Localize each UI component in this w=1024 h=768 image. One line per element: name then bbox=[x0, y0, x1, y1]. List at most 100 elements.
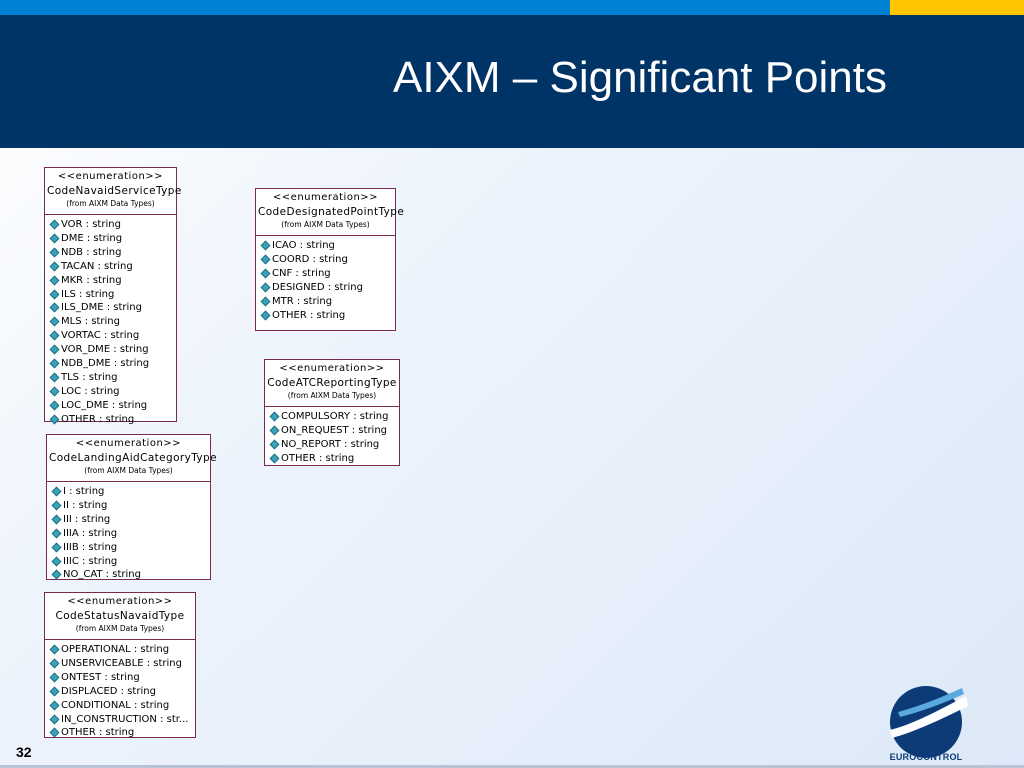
enum-literal-label: COORD : string bbox=[272, 253, 348, 265]
enum-literal-label: ON_REQUEST : string bbox=[281, 424, 388, 436]
attribute-icon bbox=[49, 386, 60, 397]
enum-literal-list: OPERATIONAL : string UNSERVICEABLE : str… bbox=[45, 640, 195, 742]
stereotype-label: <<enumeration>> bbox=[272, 192, 379, 203]
enum-literal-label: OTHER : string bbox=[61, 413, 135, 425]
attribute-icon bbox=[51, 542, 62, 553]
enum-literal: ILS_DME : string bbox=[49, 301, 176, 315]
enum-literal-label: NO_CAT : string bbox=[63, 569, 141, 581]
slide-title: AIXM – Significant Points bbox=[392, 53, 887, 102]
attribute-icon bbox=[51, 569, 62, 580]
attribute-icon bbox=[49, 672, 60, 683]
enum-literal: TLS : string bbox=[49, 371, 176, 385]
attribute-icon bbox=[49, 261, 60, 272]
enum-literal: OTHER : string bbox=[269, 452, 399, 466]
enum-literal: COMPULSORY : string bbox=[269, 410, 399, 424]
eurocontrol-logo-text: EUROCONTROL bbox=[889, 752, 963, 762]
attribute-icon bbox=[269, 425, 280, 436]
eurocontrol-logo-icon bbox=[890, 686, 968, 758]
enum-literal-label: ILS : string bbox=[61, 288, 115, 300]
enum-literal: ONTEST : string bbox=[49, 671, 195, 685]
enum-literal-list: I : string II : string III : string IIIA… bbox=[47, 482, 210, 584]
enum-box-header: <<enumeration>> CodeLandingAidCategoryTy… bbox=[47, 435, 217, 482]
class-name: CodeNavaidServiceType bbox=[47, 185, 182, 197]
enum-literal-label: III : string bbox=[63, 513, 111, 525]
attribute-icon bbox=[51, 500, 62, 511]
enum-literal: NO_CAT : string bbox=[51, 568, 210, 582]
page-number: 32 bbox=[16, 744, 32, 760]
enum-literal: LOC : string bbox=[49, 385, 176, 399]
enum-literal: NO_REPORT : string bbox=[269, 438, 399, 452]
stereotype-label: <<enumeration>> bbox=[67, 596, 173, 607]
enum-literal: ICAO : string bbox=[260, 239, 395, 253]
enum-literal-label: CNF : string bbox=[272, 267, 331, 279]
enum-literal: ON_REQUEST : string bbox=[269, 424, 399, 438]
enum-literal-label: II : string bbox=[63, 499, 108, 511]
enum-literal-label: DME : string bbox=[61, 232, 123, 244]
enum-literal-label: IIIC : string bbox=[63, 555, 118, 567]
attribute-icon bbox=[269, 439, 280, 450]
enum-literal-label: OTHER : string bbox=[281, 452, 355, 464]
attribute-icon bbox=[49, 358, 60, 369]
attribute-icon bbox=[49, 247, 60, 258]
class-name: CodeATCReportingType bbox=[267, 377, 397, 389]
attribute-icon bbox=[49, 275, 60, 286]
stereotype-label: <<enumeration>> bbox=[75, 438, 182, 449]
attribute-icon bbox=[260, 310, 271, 320]
enum-literal: VOR_DME : string bbox=[49, 343, 176, 357]
enum-literal: OTHER : string bbox=[260, 309, 395, 323]
enum-box-code-atc-reporting-type: <<enumeration>> CodeATCReportingType (fr… bbox=[264, 359, 400, 466]
enum-literal-label: DESIGNED : string bbox=[272, 281, 363, 293]
enum-literal-label: LOC : string bbox=[61, 385, 120, 397]
attribute-icon bbox=[49, 686, 60, 697]
enum-literal-label: ONTEST : string bbox=[61, 671, 140, 683]
attribute-icon bbox=[49, 658, 60, 669]
enum-literal: DISPLACED : string bbox=[49, 685, 195, 699]
attribute-icon bbox=[49, 644, 60, 655]
enum-literal-label: OTHER : string bbox=[61, 727, 135, 739]
package-note: (from AIXM Data Types) bbox=[75, 624, 165, 633]
enum-literal: OPERATIONAL : string bbox=[49, 643, 195, 657]
attribute-icon bbox=[51, 528, 62, 539]
enum-literal: MKR : string bbox=[49, 274, 176, 288]
attribute-icon bbox=[49, 330, 60, 341]
enum-literal-label: OTHER : string bbox=[272, 309, 346, 321]
attribute-icon bbox=[49, 700, 60, 711]
package-note: (from AIXM Data Types) bbox=[84, 466, 173, 475]
enum-literal-label: OPERATIONAL : string bbox=[61, 644, 170, 655]
attribute-icon bbox=[49, 289, 60, 299]
enum-literal-label: MTR : string bbox=[272, 295, 333, 307]
attribute-icon bbox=[49, 302, 60, 313]
attribute-icon bbox=[49, 219, 60, 230]
attribute-icon bbox=[49, 316, 60, 327]
enum-literal: NDB : string bbox=[49, 246, 176, 260]
enum-literal: OTHER : string bbox=[49, 726, 195, 740]
attribute-icon bbox=[260, 296, 271, 307]
enum-literal-label: ICAO : string bbox=[272, 240, 335, 251]
enum-literal-label: DISPLACED : string bbox=[61, 685, 156, 697]
enum-box-header: <<enumeration>> CodeDesignatedPointType … bbox=[256, 189, 404, 236]
enum-literal-label: UNSERVICEABLE : string bbox=[61, 657, 182, 669]
enum-literal-label: LOC_DME : string bbox=[61, 399, 148, 411]
attribute-icon bbox=[260, 268, 271, 279]
enum-literal-list: COMPULSORY : string ON_REQUEST : string … bbox=[265, 407, 399, 468]
enum-literal-label: CONDITIONAL : string bbox=[61, 699, 170, 711]
enum-literal-label: TACAN : string bbox=[61, 260, 133, 272]
enum-literal: UNSERVICEABLE : string bbox=[49, 657, 195, 671]
enum-literal: VOR : string bbox=[49, 218, 176, 232]
enum-literal: III : string bbox=[51, 513, 210, 527]
enum-box-header: <<enumeration>> CodeATCReportingType (fr… bbox=[265, 360, 399, 407]
attribute-icon bbox=[49, 233, 60, 244]
enum-literal: IN_CONSTRUCTION : str... bbox=[49, 713, 195, 727]
enum-box-header: <<enumeration>> CodeNavaidServiceType (f… bbox=[45, 168, 182, 215]
enum-literal: MTR : string bbox=[260, 295, 395, 309]
enum-literal-label: I : string bbox=[63, 486, 105, 497]
enum-box-code-designated-point-type: <<enumeration>> CodeDesignatedPointType … bbox=[255, 188, 404, 331]
footer-divider bbox=[0, 765, 1024, 768]
enum-literal-label: MKR : string bbox=[61, 274, 122, 286]
enum-literal: CONDITIONAL : string bbox=[49, 699, 195, 713]
attribute-icon bbox=[49, 344, 60, 355]
enum-literal: DESIGNED : string bbox=[260, 281, 395, 295]
stereotype-label: <<enumeration>> bbox=[57, 171, 164, 182]
enum-literal: IIIA : string bbox=[51, 527, 210, 541]
attribute-icon bbox=[51, 486, 62, 497]
